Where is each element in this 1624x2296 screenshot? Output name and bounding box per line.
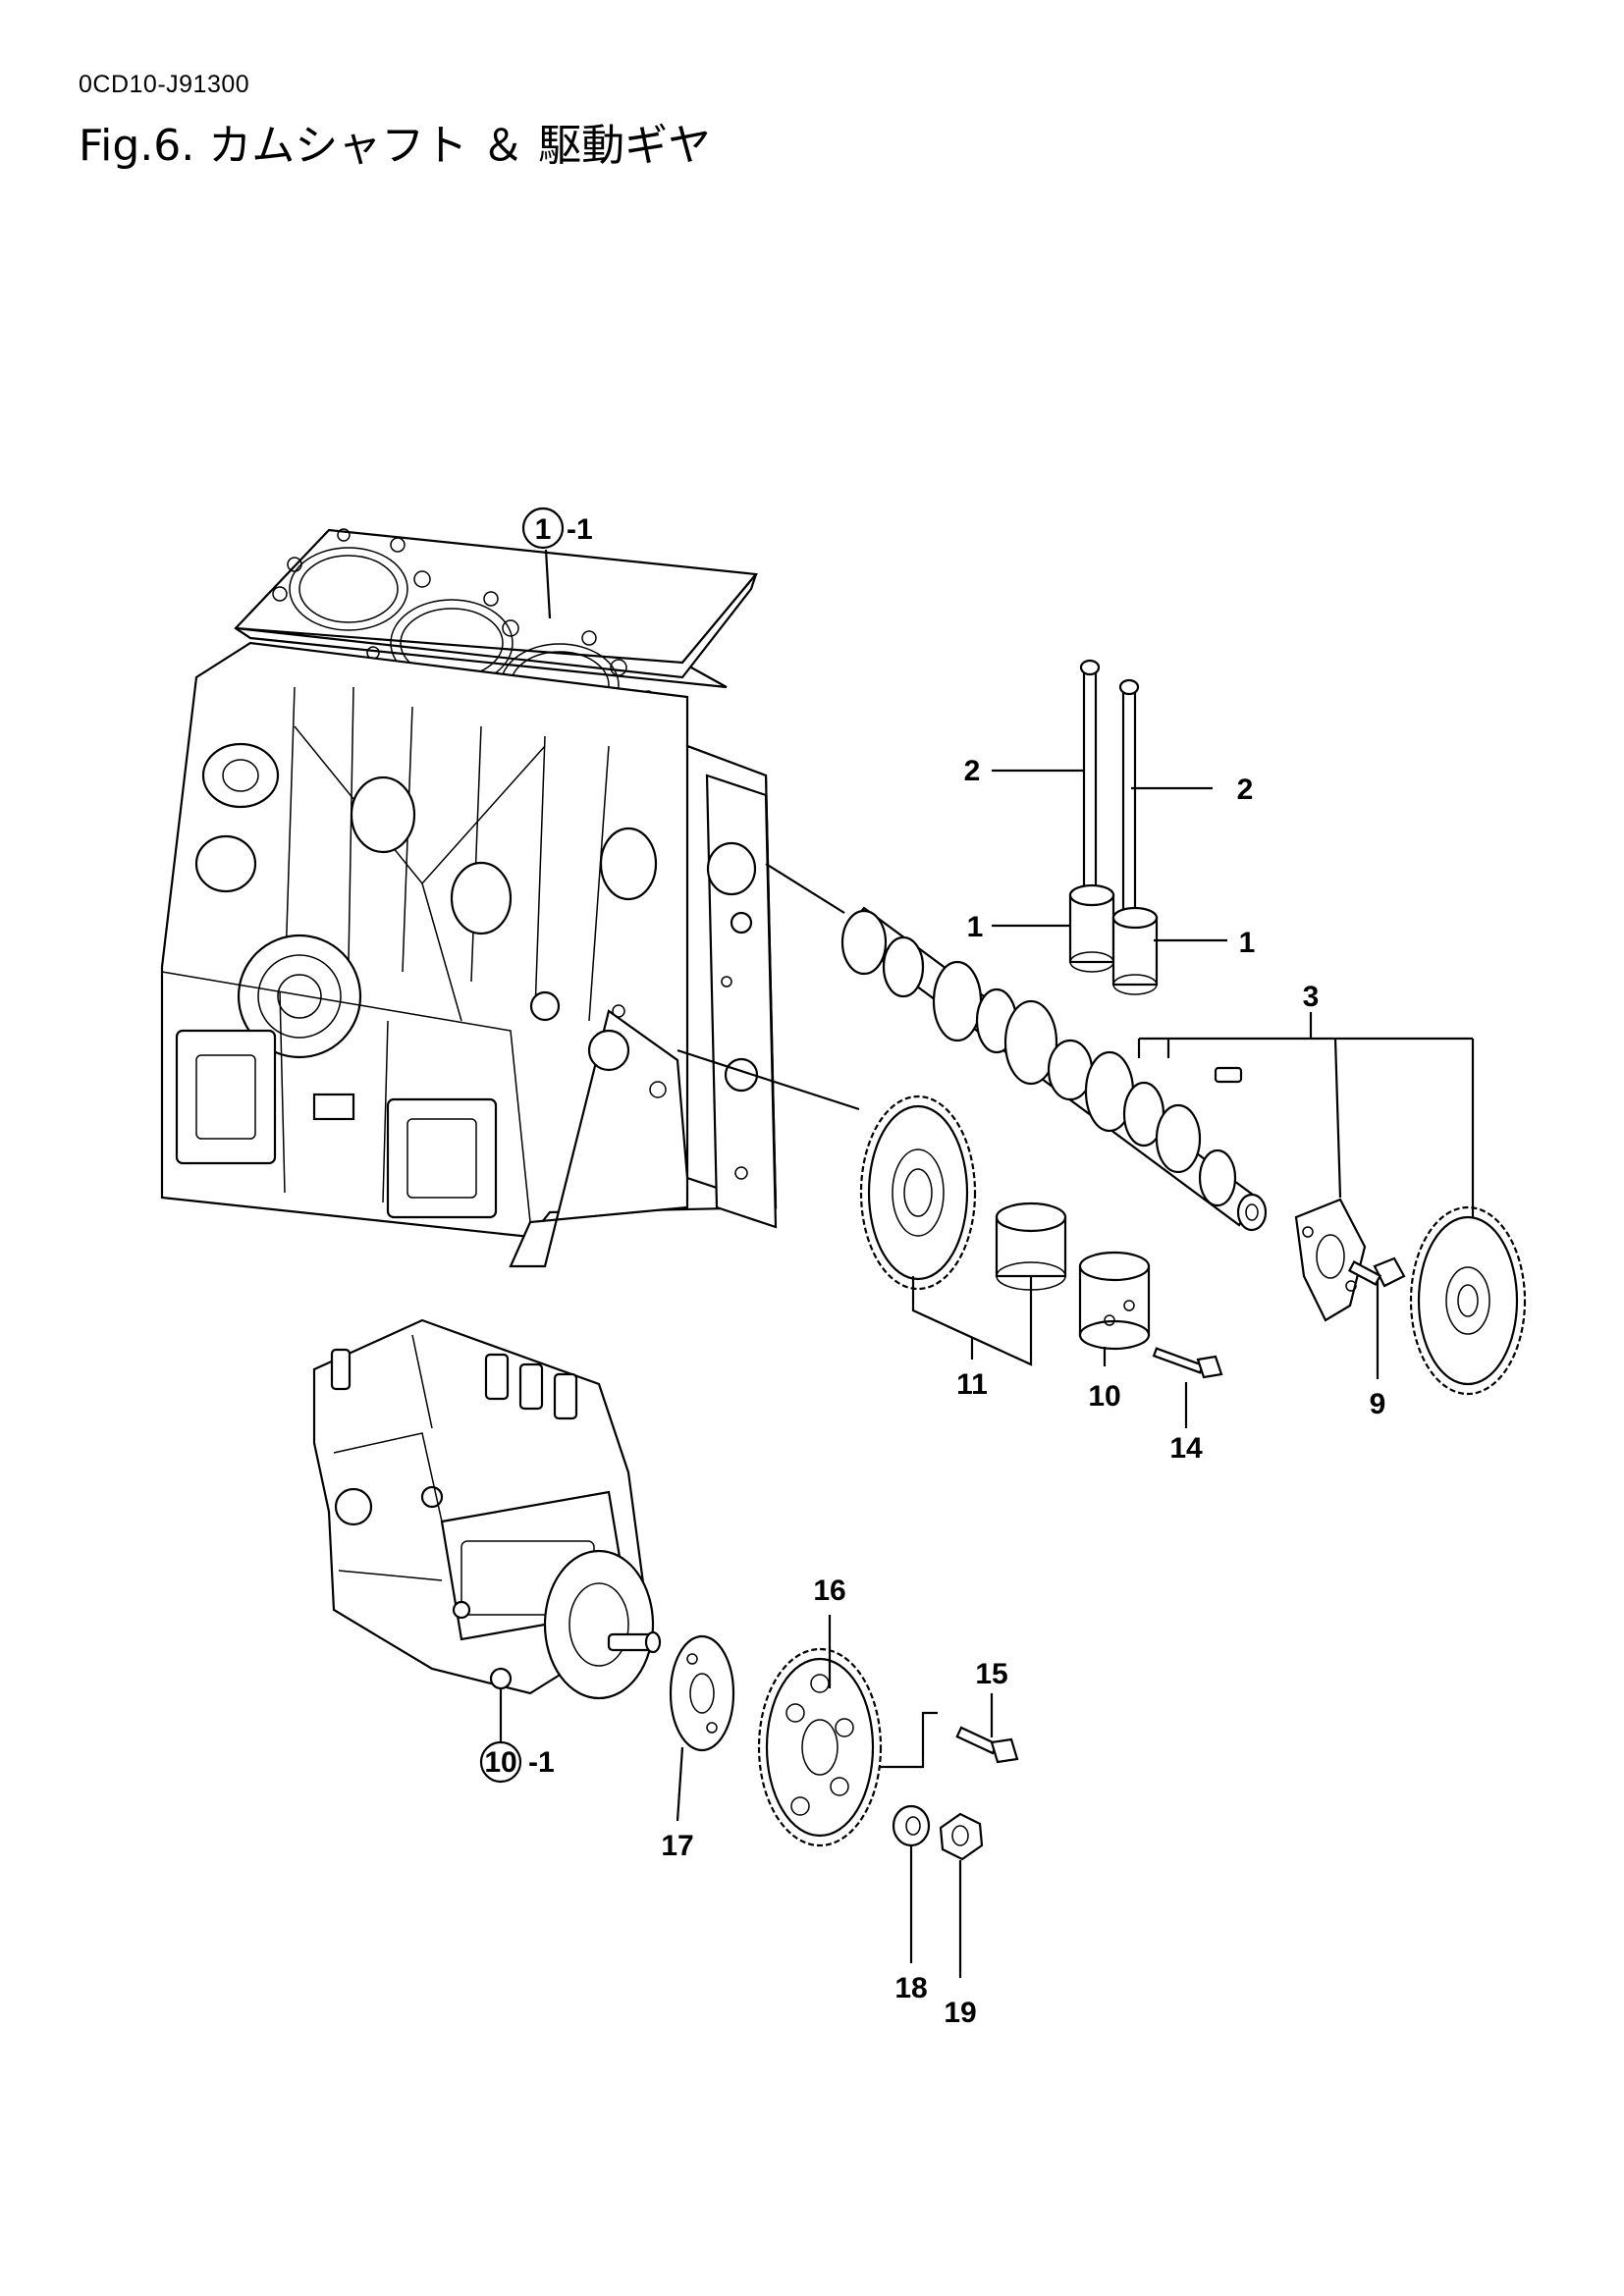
pump-coupling bbox=[669, 1634, 735, 1752]
callout-10-1-number: 10 bbox=[484, 1746, 516, 1779]
fuel-pump-gear bbox=[757, 1647, 883, 1847]
callout-circle-10-1 bbox=[479, 1740, 522, 1784]
fuel-injection-pump bbox=[312, 1318, 662, 1700]
callout-1-left: 1 bbox=[967, 911, 984, 943]
idle-gear bbox=[859, 1095, 977, 1291]
callout-3: 3 bbox=[1303, 981, 1320, 1013]
callout-1-1-number: 1 bbox=[535, 513, 552, 546]
document-code: 0CD10-J91300 bbox=[79, 71, 250, 98]
bolt-15 bbox=[955, 1726, 1019, 1764]
leader-lines bbox=[499, 549, 1475, 1978]
callout-2-right: 2 bbox=[1237, 774, 1254, 806]
camshaft-key bbox=[1214, 1066, 1243, 1084]
tappet-right bbox=[1111, 906, 1159, 995]
cylinder-block-illustration bbox=[160, 528, 778, 1268]
thrust-plate bbox=[1294, 1198, 1367, 1322]
callout-18: 18 bbox=[894, 1972, 927, 2004]
callout-15: 15 bbox=[975, 1658, 1007, 1690]
bolt-14 bbox=[1152, 1347, 1223, 1379]
callout-11: 11 bbox=[956, 1368, 988, 1401]
lock-washer bbox=[892, 1804, 931, 1847]
camshaft-gear bbox=[1409, 1205, 1527, 1396]
tappet-left bbox=[1068, 883, 1115, 973]
bolt-9 bbox=[1347, 1256, 1406, 1288]
camshaft bbox=[840, 906, 1268, 1232]
callout-2-left: 2 bbox=[964, 755, 981, 787]
callout-14: 14 bbox=[1169, 1432, 1203, 1465]
callout-1-right: 1 bbox=[1239, 927, 1256, 959]
callout-9: 9 bbox=[1370, 1388, 1386, 1420]
callout-17: 17 bbox=[661, 1830, 693, 1862]
figure-title: Fig.6. カムシャフト ＆ 駆動ギヤ bbox=[79, 121, 712, 171]
callout-16: 16 bbox=[813, 1575, 845, 1607]
callout-10: 10 bbox=[1088, 1380, 1120, 1413]
idle-gear-shaft bbox=[1078, 1251, 1151, 1351]
callout-10-1-suffix: -1 bbox=[528, 1746, 555, 1779]
callout-19: 19 bbox=[944, 1997, 976, 2029]
push-rod-right bbox=[1118, 678, 1140, 974]
callout-1-1-suffix: -1 bbox=[567, 513, 593, 546]
gear-nut bbox=[939, 1812, 984, 1861]
callout-circle-1-1 bbox=[521, 507, 565, 550]
idle-gear-bushing bbox=[995, 1201, 1067, 1291]
